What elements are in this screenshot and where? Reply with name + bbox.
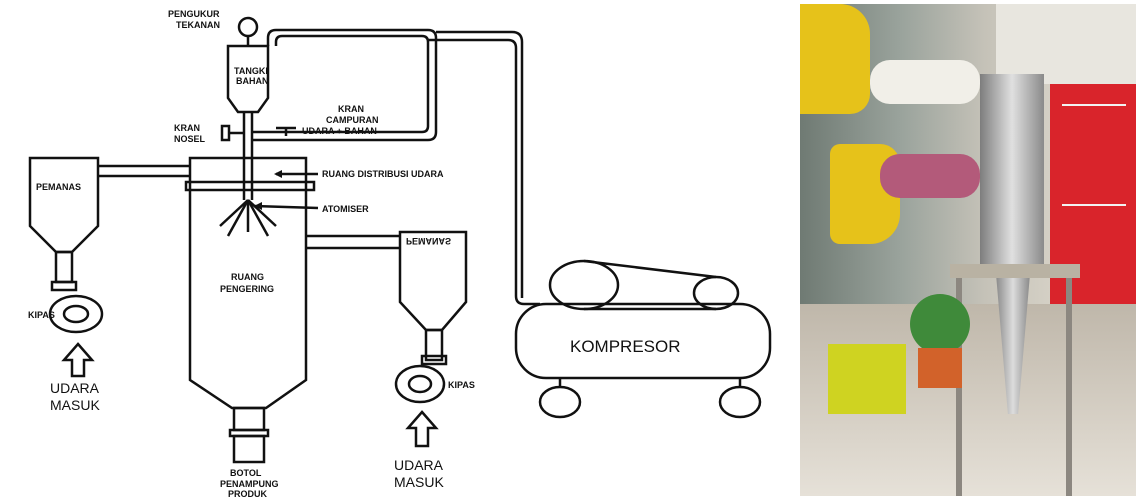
heater-right-label: PEMANAS <box>406 236 451 246</box>
fan-left-label: KIPAS <box>28 310 55 320</box>
svg-text:NOSEL: NOSEL <box>174 134 206 144</box>
air-in-left-2: MASUK <box>50 397 100 413</box>
compressor-label: KOMPRESOR <box>570 337 681 356</box>
svg-text:RUANG: RUANG <box>231 272 264 282</box>
svg-text:PENGUKUR: PENGUKUR <box>168 9 220 19</box>
air-in-right-2: MASUK <box>394 474 444 490</box>
svg-text:KIPAS: KIPAS <box>448 380 475 390</box>
svg-text:BAHAN: BAHAN <box>236 76 269 86</box>
wheel-right <box>718 385 762 419</box>
fan-left <box>48 294 104 334</box>
tank-label-1: TANGKI <box>234 66 268 76</box>
svg-text:CAMPURAN: CAMPURAN <box>326 115 379 125</box>
nozzle-valve-label-1: KRAN <box>174 123 200 133</box>
svg-text:KOMPRESOR: KOMPRESOR <box>570 337 681 356</box>
arrow-up-left <box>61 342 95 378</box>
svg-text:RUANG DISTRIBUSI UDARA: RUANG DISTRIBUSI UDARA <box>322 169 444 179</box>
heater-left <box>28 156 100 254</box>
svg-text:PRODUK: PRODUK <box>228 489 268 499</box>
gauge-label-2: TEKANAN <box>176 20 220 30</box>
svg-text:PENAMPUNG: PENAMPUNG <box>220 479 279 489</box>
spray-dryer-photo <box>800 4 1136 496</box>
box-icon <box>828 344 906 414</box>
svg-text:PENGERING: PENGERING <box>220 284 274 294</box>
svg-text:MASUK: MASUK <box>394 474 444 490</box>
heat-gun-icon <box>800 4 870 114</box>
svg-text:KRAN: KRAN <box>174 123 200 133</box>
fan-right <box>394 364 446 404</box>
svg-text:KRAN: KRAN <box>338 104 364 114</box>
chamber-label-1: RUANG <box>231 272 264 282</box>
air-in-left-1: UDARA <box>50 380 100 396</box>
tank-label-2: BAHAN <box>236 76 269 86</box>
svg-text:BOTOL: BOTOL <box>230 468 262 478</box>
compressor-motor <box>548 259 620 311</box>
svg-text:ATOMISER: ATOMISER <box>322 204 369 214</box>
distribution-label: RUANG DISTRIBUSI UDARA <box>322 169 444 179</box>
svg-text:UDARA: UDARA <box>394 457 444 473</box>
svg-text:PEMANAS: PEMANAS <box>406 236 451 246</box>
mix-valve-label-1: KRAN <box>338 104 364 114</box>
fan-right-label: KIPAS <box>448 380 475 390</box>
svg-text:TANGKI: TANGKI <box>234 66 268 76</box>
nozzle-valve-label-2: NOSEL <box>174 134 206 144</box>
arrow-up-right <box>405 410 439 448</box>
pressure-gauge <box>237 16 259 38</box>
bottle-label-1: BOTOL <box>230 468 262 478</box>
svg-text:TEKANAN: TEKANAN <box>176 20 220 30</box>
compressor-tank <box>514 302 772 380</box>
mix-valve-label-3: UDARA + BAHAN <box>302 126 377 136</box>
svg-text:KIPAS: KIPAS <box>28 310 55 320</box>
atomiser-label: ATOMISER <box>322 204 369 214</box>
svg-text:PEMANAS: PEMANAS <box>36 182 81 192</box>
chamber-label-2: PENGERING <box>220 284 274 294</box>
spray-dryer-diagram: PENGUKUR TEKANAN TANGKI BAHAN KRAN CAMPU… <box>28 9 772 499</box>
wheel-left <box>538 385 582 419</box>
svg-text:MASUK: MASUK <box>50 397 100 413</box>
plant-icon <box>910 294 970 354</box>
mix-valve-label-2: CAMPURAN <box>326 115 379 125</box>
bottle-label-3: PRODUK <box>228 489 268 499</box>
drying-chamber <box>188 156 308 410</box>
spray-dryer-column-icon <box>980 74 1044 274</box>
gauge-label-1: PENGUKUR <box>168 9 220 19</box>
bottle-label-2: PENAMPUNG <box>220 479 279 489</box>
heater-left-label: PEMANAS <box>36 182 81 192</box>
svg-text:UDARA + BAHAN: UDARA + BAHAN <box>302 126 377 136</box>
air-in-right-1: UDARA <box>394 457 444 473</box>
svg-text:UDARA: UDARA <box>50 380 100 396</box>
